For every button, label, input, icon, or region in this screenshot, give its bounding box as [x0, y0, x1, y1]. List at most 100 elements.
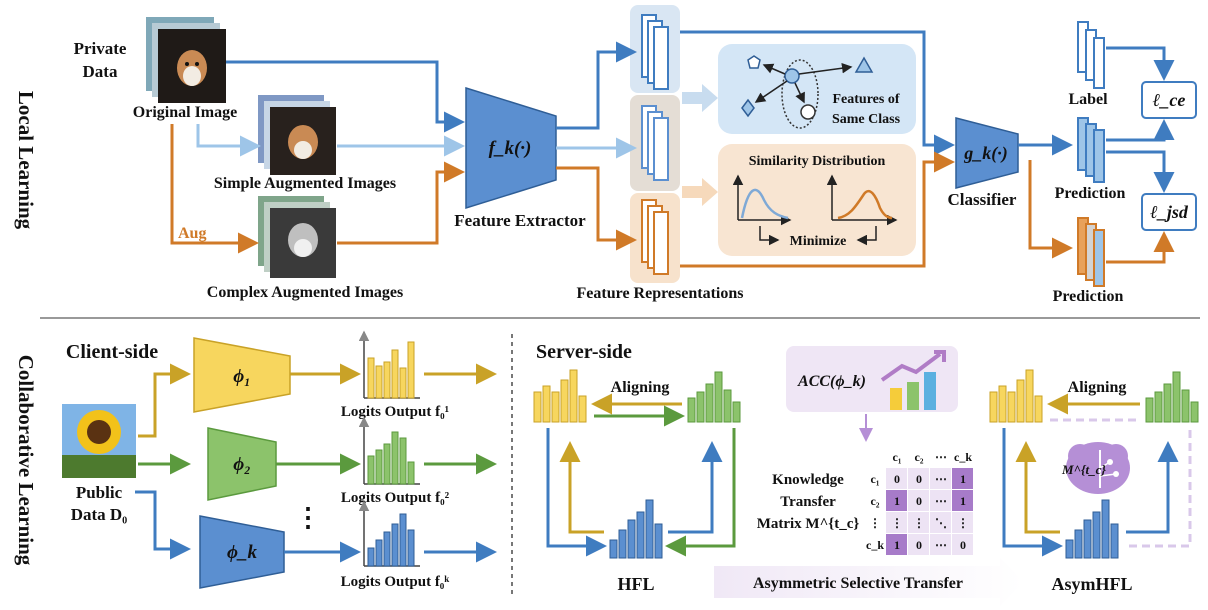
logits-chart-k: [358, 500, 420, 567]
arrow-original-to-extractor: [226, 60, 465, 133]
arrow-public-to-phi1: [138, 363, 191, 438]
similarity-plot-right: [826, 174, 898, 226]
similarity-panel: [718, 144, 916, 256]
section-label-collab: Collaborative Learning: [14, 355, 38, 566]
matrix-cell: [886, 534, 907, 555]
feature-stack-original: [641, 14, 669, 90]
hfl-arrow-blue-to-yellow: [546, 428, 607, 557]
matrix-cell-value: 1: [894, 494, 900, 508]
loss-jsd-label: ℓ_jsd: [1150, 202, 1189, 222]
arrow-complex-to-extractor: [337, 161, 465, 245]
matrix-col-header: c₁: [893, 450, 902, 464]
loss-jsd-box: [1141, 193, 1197, 231]
similarity-distribution-label: Similarity Distribution: [749, 154, 886, 169]
arrow-feat-to-classifier-1: [680, 30, 955, 156]
acc-label: ACC(ϕ_k): [797, 373, 866, 390]
prediction-label-2: Prediction: [1053, 288, 1124, 305]
logits-output-k: Logits Output f₀ᵏ: [341, 574, 450, 590]
model-phi2: [207, 427, 277, 501]
matrix-cell-value: 1: [960, 494, 966, 508]
matrix-cell-value: ⋮: [957, 516, 969, 530]
asym-transfer-arrow: [714, 558, 1024, 606]
public-data-line2: Data D₀: [71, 505, 128, 524]
feature-stack-simple: [641, 105, 669, 181]
asym-arrow-green-to-blue-dashed: [1126, 430, 1192, 548]
server-side-label: Server-side: [536, 341, 632, 363]
label-text: Label: [1068, 91, 1108, 108]
client-ellipsis: ⋮: [295, 503, 321, 532]
arrow-pred2-to-jsd: [1106, 231, 1175, 264]
matrix-cell-value: 0: [960, 538, 966, 552]
kt-label-line2: Transfer: [780, 494, 836, 510]
feature-stack-complex: [641, 199, 669, 275]
matrix-col-header: ⋯: [935, 450, 947, 464]
matrix-cell-value: ⋮: [913, 516, 925, 530]
matrix-cell-value: 0: [916, 538, 922, 552]
feature-representations-label: Feature Representations: [577, 285, 744, 302]
matrix-row-header: ⋮: [869, 516, 881, 530]
matrix-row-header: c_k: [866, 538, 884, 552]
matrix-cell: [886, 468, 907, 489]
arrow-public-to-phik: [135, 490, 191, 560]
kt-label-line3: Matrix M^{t_c}: [757, 516, 860, 532]
matrix-cell-value: 1: [894, 538, 900, 552]
arrow-label-to-ce: [1106, 46, 1175, 81]
prediction-label-1: Prediction: [1055, 185, 1126, 202]
matrix-cell: [952, 512, 973, 533]
fade-arrow-to-similarity-panel: [682, 178, 718, 206]
brain-icon: [1066, 442, 1130, 494]
features-same-class-line2: Same Class: [832, 112, 901, 127]
matrix-cell: [908, 512, 929, 533]
matrix-cell-value: 0: [894, 472, 900, 486]
hfl-blue-bars: [609, 499, 663, 559]
aug-label: Aug: [178, 225, 206, 242]
private-data-line2: Data: [83, 62, 118, 81]
matrix-cell: [952, 534, 973, 555]
section-label-local: Local Learning: [14, 91, 38, 230]
original-image-stack: [146, 17, 226, 103]
asym-transfer-label: Asymmetric Selective Transfer: [753, 575, 963, 592]
minimize-bracket: [759, 226, 780, 246]
asym-arrow-blue-to-green: [1126, 441, 1179, 534]
mtc-symbol: M^{t_c}: [1061, 462, 1106, 477]
matrix-cell: [908, 534, 929, 555]
matrix-cell-value: 0: [916, 494, 922, 508]
matrix-cell-value: ⋯: [935, 494, 947, 508]
classifier-block: [955, 117, 1019, 189]
asymhfl-label: AsymHFL: [1052, 574, 1133, 594]
arrow-classifier-to-pred2: [1028, 160, 1073, 259]
arrow-simple-to-extractor: [196, 124, 261, 157]
asym-arrow-yellow-from-blue: [1015, 441, 1060, 534]
phik-label: ϕ_k: [227, 542, 257, 563]
minimize-bracket-right: [856, 226, 877, 246]
private-data-line1: Private: [74, 39, 127, 58]
complex-augmented-label: Complex Augmented Images: [207, 284, 403, 301]
matrix-cell: [908, 490, 929, 511]
simple-augmented-stack: [258, 95, 336, 175]
logits-output-1: Logits Output f₀¹: [341, 404, 449, 420]
hfl-aligning-label: Aligning: [611, 379, 670, 396]
features-same-class-line1: Features of: [833, 92, 900, 107]
matrix-cell-value: ⋱: [935, 516, 947, 530]
feature-extractor-label: Feature Extractor: [454, 211, 586, 230]
acc-growth-icon: [880, 350, 946, 410]
arrow-feat-to-classifier-3: [680, 151, 955, 268]
matrix-cell: [952, 490, 973, 511]
same-class-graph: [741, 55, 874, 129]
model-phi1: [193, 337, 291, 413]
logits-chart-2: [358, 416, 420, 485]
simple-augmented-label: Simple Augmented Images: [214, 175, 396, 192]
asym-aligning-label: Aligning: [1068, 379, 1127, 396]
asym-yellow-bars: [989, 369, 1043, 423]
arrow-pred1-to-ce: [1106, 119, 1175, 142]
matrix-cell: [930, 490, 951, 511]
hfl-arrow-blue-to-green: [668, 441, 723, 534]
matrix-cell: [908, 468, 929, 489]
kt-label-line1: Knowledge: [772, 472, 844, 488]
loss-ce-label: ℓ_ce: [1153, 90, 1186, 110]
asym-blue-bars: [1065, 499, 1119, 559]
matrix-cell: [930, 468, 951, 489]
classifier-label: Classifier: [948, 190, 1017, 209]
arrow-extractor-to-feat-3: [556, 166, 637, 251]
